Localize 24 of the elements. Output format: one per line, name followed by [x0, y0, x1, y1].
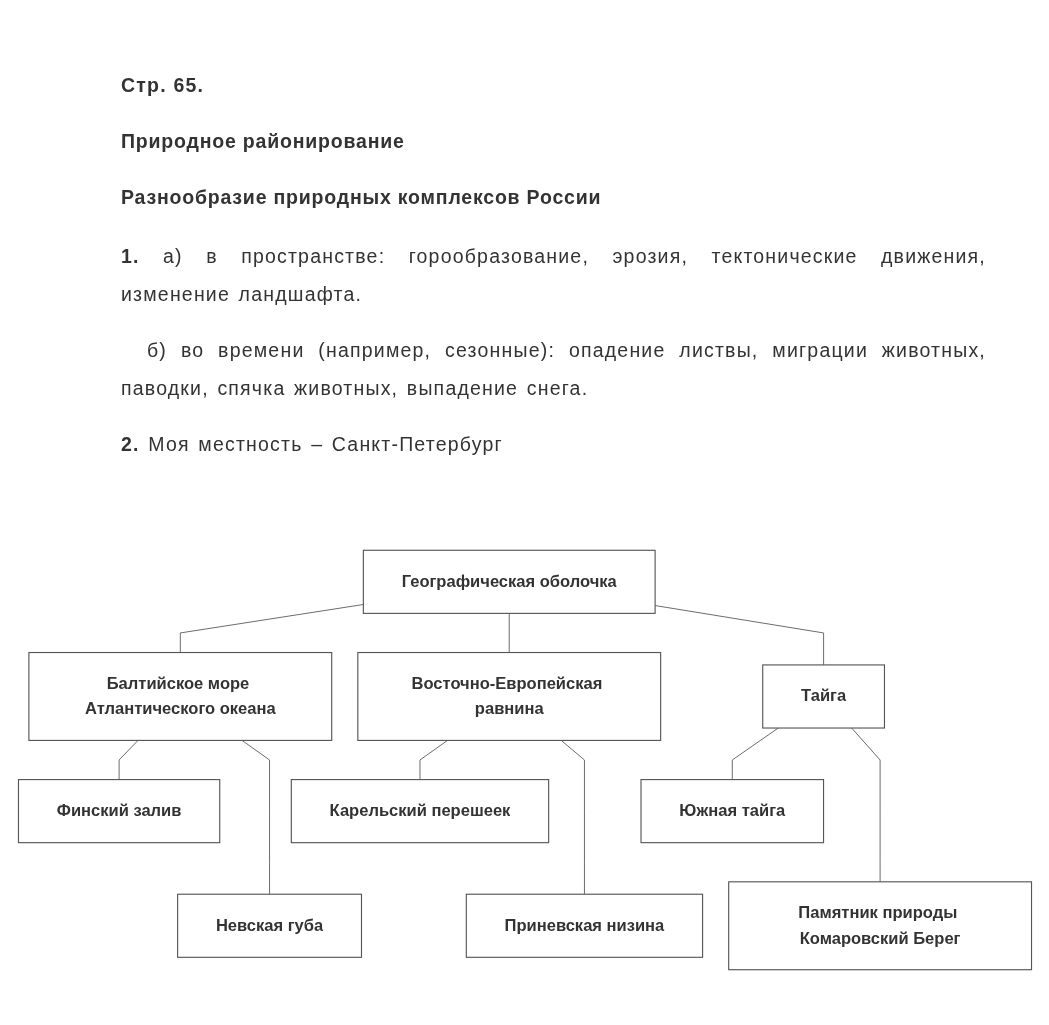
process-box: Восточно-Европейская равнина — [357, 651, 662, 741]
connector-line — [419, 740, 448, 780]
paragraph: б) во времени (например, сезонные): опадение листвы, миграции животных, паводки, спячка животных, выпадение снега. — [121, 338, 986, 401]
connector-line — [241, 740, 270, 895]
process-box: Географическая оболочка — [362, 549, 656, 614]
connector-line — [851, 727, 881, 883]
process-box: Тайга — [762, 664, 886, 729]
connector-line — [508, 612, 510, 653]
process-box: Южная тайга — [640, 779, 825, 844]
page-number: Стр. 65. — [121, 74, 206, 97]
process-box: Приневская низина — [465, 893, 704, 958]
heading: Природное районирование — [121, 130, 406, 153]
connector-line — [560, 740, 585, 895]
process-box: Финский залив — [17, 779, 221, 844]
subheading: Разнообразие природных комплексов России — [121, 186, 603, 209]
connector-line — [731, 727, 779, 780]
process-box: Балтийское море Атлантического океана — [28, 651, 333, 741]
paragraph: 1. а) в пространстве: горообразование, эрозия, тектонические движения, изменение ландшафта. — [121, 244, 986, 307]
process-box: Памятник природы Комаровский Берег — [728, 881, 1033, 971]
process-box: Карельский перешеек — [290, 779, 550, 844]
connector-line — [179, 604, 364, 653]
paragraph: 2. Моя местность – Санкт-Петербург — [121, 432, 504, 457]
connector-line — [118, 740, 139, 780]
process-box: Невская губа — [177, 893, 363, 958]
